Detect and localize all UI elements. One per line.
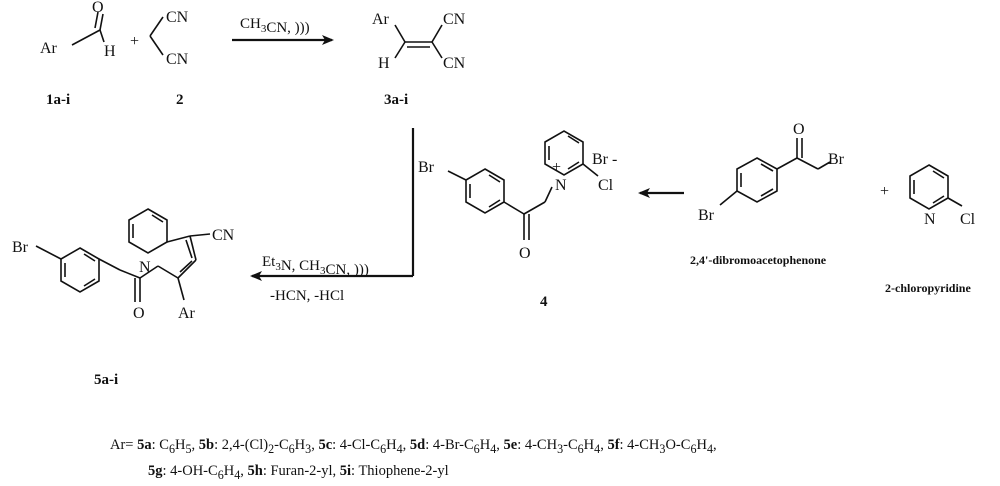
chloropyridine-label: 2-chloropyridine [885, 281, 971, 295]
compound-4-o-atom: O [519, 245, 531, 262]
compound-1-label: 1a-i [46, 92, 70, 108]
compound-3-ar-atom: Ar [372, 11, 390, 28]
compound-3-structure: Ar H CN CN [372, 11, 466, 72]
dibromo-o-atom: O [793, 121, 805, 138]
compound-2-label: 2 [176, 92, 184, 108]
condition-step-3-top: Et3N, CH3CN, ))) [262, 254, 369, 278]
chloropyridine-cl-atom: Cl [960, 211, 976, 228]
dibromoacetophenone-label: 2,4'-dibromoacetophenone [690, 253, 827, 267]
legend-item-5b: 5b: 2,4-(Cl)2-C6H3 [198, 437, 312, 456]
plus-sign-2: + [880, 183, 889, 200]
compound-3-cn-top: CN [443, 11, 466, 28]
compound-2-cn-bottom: CN [166, 51, 189, 68]
compound-4-br-anion: Br - [592, 151, 617, 168]
legend-item-5f: 5f: 4-CH3O-C6H4 [607, 437, 714, 456]
legend-item-5a: 5a: C6H5 [137, 437, 192, 456]
dibromo-br-alkyl: Br [828, 151, 845, 168]
plus-sign-1: + [130, 33, 139, 50]
compound-4-cl-atom: Cl [598, 177, 614, 194]
compound-5-label: 5a-i [94, 372, 118, 388]
compound-1-o-atom: O [92, 0, 104, 16]
compound-5-ar-atom: Ar [178, 305, 196, 322]
compound-1-ar-atom: Ar [40, 40, 58, 57]
legend-item-5e: 5e: 4-CH3-C6H4 [503, 437, 601, 456]
condition-step-1: CH3CN, ))) [240, 16, 310, 36]
compound-3-cn-bottom: CN [443, 55, 466, 72]
substituent-legend: Ar= 5a: C6H5, 5b: 2,4-(Cl)2-C6H3, 5c: 4-… [110, 434, 990, 486]
legend-item-5d: 5d: 4-Br-C6H4 [409, 437, 497, 456]
chloropyridine-structure: N Cl [909, 164, 976, 228]
legend-item-5g: 5g: 4-OH-C6H4 [148, 462, 241, 482]
legend-line-1: Ar= 5a: C6H5, 5b: 2,4-(Cl)2-C6H3, 5c: 4-… [110, 437, 717, 456]
condition-step-3-bottom: -HCN, -HCl [270, 288, 344, 304]
compound-4-n-atom: N [555, 177, 567, 194]
compound-3-h-atom: H [378, 55, 390, 72]
compound-1-h-atom: H [104, 43, 116, 60]
compound-4-plus: + [552, 159, 561, 176]
legend-item-5i: 5i: Thiophene-2-yl [339, 462, 449, 479]
compound-5-n-atom: N [139, 259, 151, 276]
compound-3-label: 3a-i [384, 92, 408, 108]
compound-5-cn-atom: CN [212, 227, 235, 244]
compound-4-structure: Br O N + Cl Br - [418, 130, 617, 262]
compound-1-structure: O Ar H [40, 0, 116, 60]
compound-2-cn-top: CN [166, 9, 189, 26]
dibromo-br-aryl: Br [698, 207, 715, 224]
legend-item-5h: 5h: Furan-2-yl [247, 462, 333, 479]
compound-4-br-atom: Br [418, 159, 435, 176]
compound-4-label: 4 [540, 294, 548, 310]
legend-item-5c: 5c: 4-Cl-C6H4 [318, 437, 403, 456]
legend-line-2: 5g: 4-OH-C6H4, 5h: Furan-2-yl, 5i: Thiop… [148, 462, 449, 482]
compound-5-structure: N CN Ar O Br [12, 208, 235, 322]
legend-prefix: Ar= [110, 437, 134, 453]
chloropyridine-n-atom: N [924, 211, 936, 228]
compound-5-o-atom: O [133, 305, 145, 322]
compound-2-structure: CN CN [149, 9, 189, 68]
compound-5-br-atom: Br [12, 239, 29, 256]
dibromoacetophenone-structure: Br O Br [698, 121, 845, 224]
